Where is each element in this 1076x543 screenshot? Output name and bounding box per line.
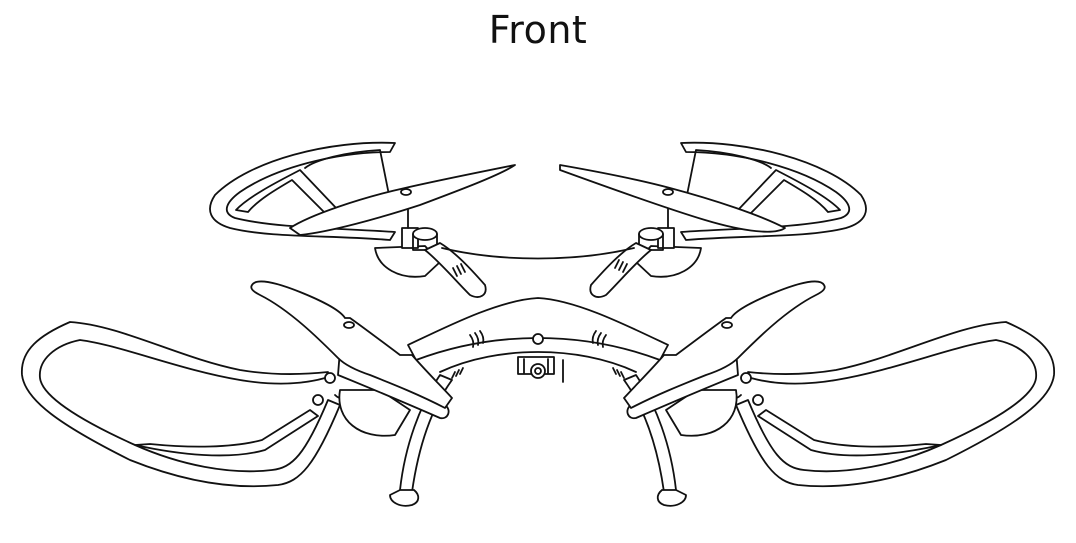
front-right-propeller [623, 280, 826, 409]
rear-right-propeller [559, 164, 786, 233]
rear-left-motor [374, 199, 441, 278]
front-motor-housings [338, 389, 738, 437]
front-right-propeller-guard [715, 321, 1055, 488]
camera [517, 356, 564, 383]
view-title: Front [488, 8, 588, 52]
rear-left-propeller-guard [209, 141, 396, 241]
front-left-propeller [250, 280, 453, 409]
rear-arms [424, 242, 652, 298]
rear-left-propeller [289, 164, 516, 236]
central-body [407, 297, 669, 379]
front-led-icon [532, 333, 544, 345]
front-left-propeller-guard [21, 321, 361, 488]
rear-right-propeller-guard [680, 141, 867, 241]
rear-right-motor [635, 199, 702, 278]
